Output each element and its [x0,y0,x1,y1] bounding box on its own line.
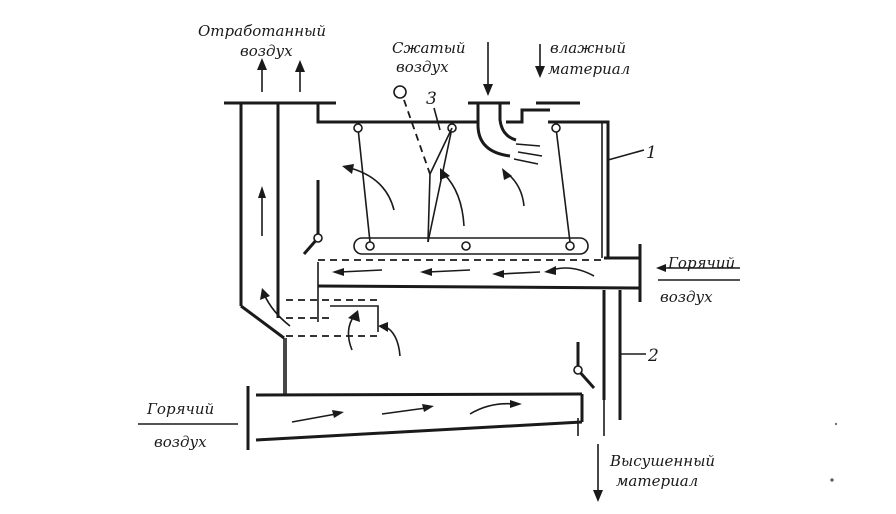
callout-2: 2 [620,346,659,366]
callout-3-text: 3 [426,89,437,109]
lower-duct-bottom [255,420,583,442]
chamber-right-wall-upper [548,120,610,258]
compressed-air-label-line2: воздух [396,58,449,76]
hot-air-right-label-line1: Горячий [667,254,735,272]
chamber-top-left [316,103,478,124]
wet-material-label-line2: материал [548,60,630,78]
exhaust-air-label: Отработанный воздух [198,22,326,60]
stirrer-beam-pivot-right [565,241,575,251]
suspension-rod-right [555,127,571,243]
dried-material-arrow [593,444,603,502]
dried-material-label-line2: материал [616,472,698,490]
callout-1-text: 1 [646,143,657,163]
suspension-rod-left [357,127,371,243]
hot-air-left-label: Горячий воздух [138,400,238,451]
flow-arrow-exhaust-up [258,186,266,236]
hot-air-left-label-line1: Горячий [146,400,214,418]
exhaust-air-label-line2: воздух [240,42,293,60]
stirrer-beam [353,237,589,255]
exhaust-air-label-line1: Отработанный [198,22,326,40]
compressed-air-label-line1: Сжатый [392,39,466,57]
nozzle-stem [427,173,431,243]
dried-material-label: Высушенный материал [609,452,715,490]
flow-arrows-upper-plenum [332,266,595,278]
nozzle-link [429,127,453,175]
hot-air-right-label: Горячий воздух [658,254,740,306]
hot-air-right-arrow [656,264,740,272]
suspension-rod-mid [427,127,453,243]
nozzle-pivot [393,85,407,99]
flow-arrow-chamber-right-swirl [502,168,525,207]
callout-3-leader [433,107,441,131]
hot-air-left-label-line2: воздух [154,433,207,451]
compressed-air-arrow [483,42,493,96]
wet-material-label-line1: влажный [550,39,626,57]
suspension-pivot-mid [447,123,457,133]
stirrer-beam-pivot-left [365,241,375,251]
lower-duct-top [255,392,583,397]
upper-plenum-bottom [317,284,641,290]
speck [830,478,834,482]
exhaust-arrow-left [257,58,267,92]
exhaust-duct-bottom-slope [240,304,285,340]
nozzle-pipe-dashed [403,99,431,175]
suspension-pivot-right [551,123,561,133]
feed-gate [506,108,550,124]
dried-material-label-line1: Высушенный [609,452,715,470]
feed-chute-inner [498,103,517,142]
feed-chute-outer [476,103,511,158]
stirrer-beam-pivot-mid [461,241,471,251]
speck [834,422,838,426]
flow-arrow-recirc-left [260,288,291,327]
flow-arrow-recirc-box [347,310,401,357]
flow-arrow-chamber-left-swirl [342,164,395,211]
suspension-pivot-left [353,123,363,133]
wet-material-label: влажный материал [548,39,630,78]
wet-material-arrow [535,44,545,78]
compressed-air-label: Сжатый воздух [392,39,466,76]
callout-1: 1 [607,143,657,163]
discharge-damper [573,342,596,389]
flow-arrows-lower-duct [291,400,522,423]
exhaust-damper [302,180,323,255]
hot-air-right-label-line2: воздух [660,288,713,306]
callout-2-text: 2 [647,346,659,366]
exhaust-arrow-right [295,60,305,92]
recirc-box [330,305,379,332]
flow-arrow-chamber-mid-rise [440,168,465,227]
feed-spray-lines [513,143,543,165]
